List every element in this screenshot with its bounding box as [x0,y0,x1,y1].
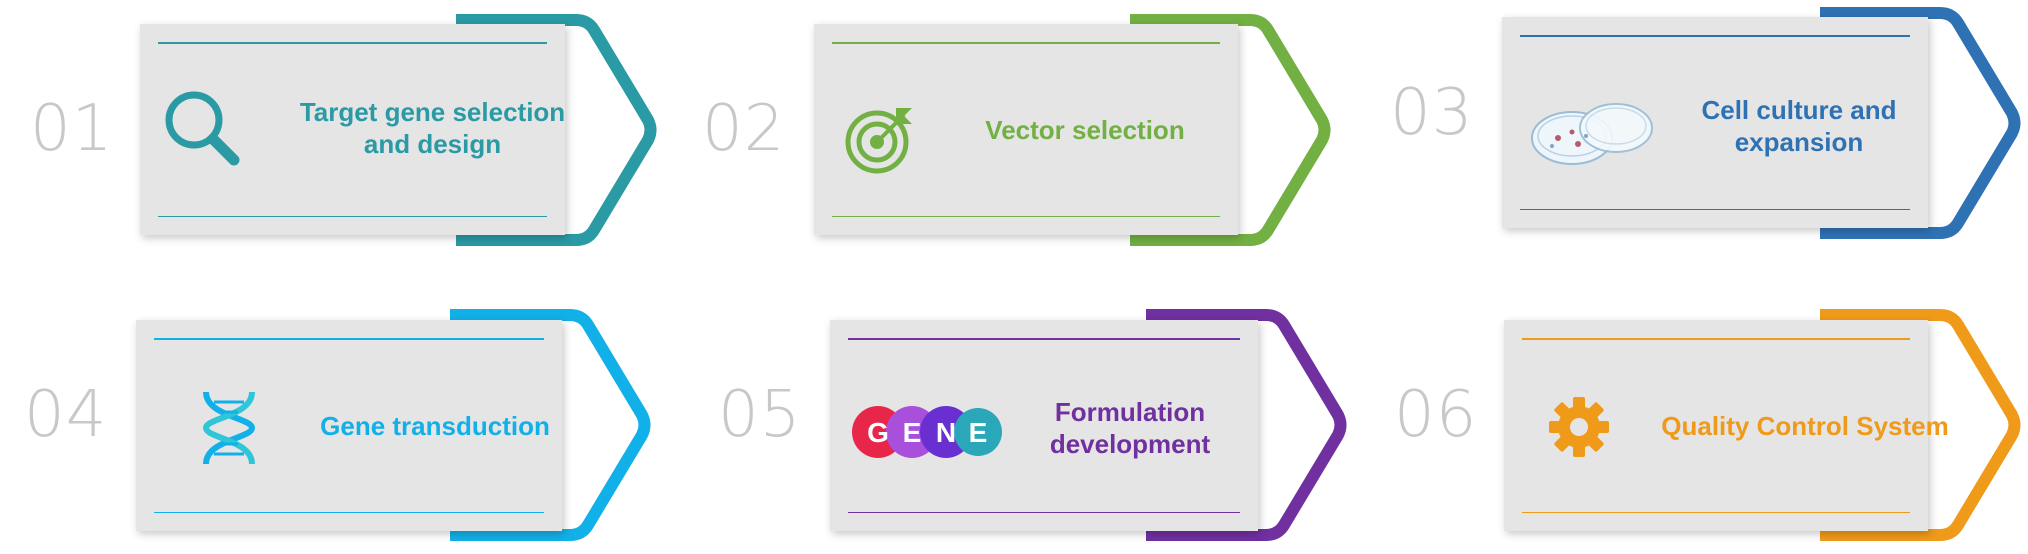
step-title: Gene transduction [320,411,550,441]
top-rule [848,338,1240,340]
arrow-outline [450,309,651,541]
step-number: 02 [702,92,786,166]
arrow-outline [456,14,657,246]
gene-letter: N [936,417,956,448]
gene-letter: E [969,417,988,448]
bottom-rule [832,215,1220,217]
arrow-outline [1820,7,2021,239]
gear-icon [1549,397,1609,457]
gene-letter: E [903,417,922,448]
arrow-outline [1130,14,1331,246]
bottom-rule [1522,511,1910,513]
arrow-outline [1146,309,1347,541]
step-card [814,24,1238,235]
dna-icon [202,391,256,465]
petri-dish-icon [1531,103,1653,165]
target-icon [845,108,912,174]
step-card [140,24,565,235]
gene-badge-icon: G E N E [852,406,1002,458]
arrow-outline [1820,309,2021,541]
step-number: 04 [24,378,108,452]
step-number: 03 [1390,76,1474,150]
step-number: 01 [30,92,114,166]
top-rule [158,42,547,44]
bottom-rule [154,511,544,513]
step-title: Quality Control System [1661,411,1949,441]
bottom-rule [848,511,1240,513]
step-title: Cell culture and expansion [1701,95,1897,157]
top-rule [1522,338,1910,340]
gene-letter: G [867,417,889,448]
top-rule [832,42,1220,44]
bottom-rule [1520,208,1910,210]
top-rule [154,338,544,340]
bottom-rule [158,215,547,217]
step-title: Vector selection [985,115,1185,145]
step-title: Target gene selection and design [299,97,566,159]
step-number: 05 [718,378,802,452]
magnifier-icon [165,91,240,166]
step-title: Formulation development [1049,397,1211,459]
step-number: 06 [1394,378,1478,452]
top-rule [1520,35,1910,37]
